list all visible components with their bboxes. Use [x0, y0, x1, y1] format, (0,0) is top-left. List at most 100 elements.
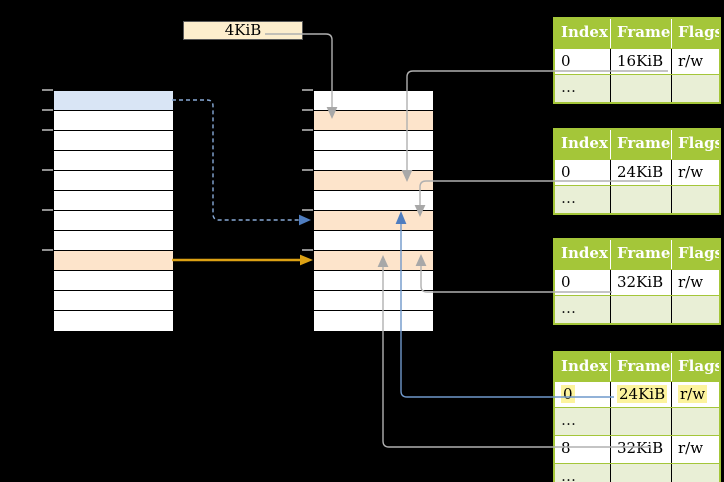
arrowhead-right-icon — [300, 254, 313, 266]
memory-row — [54, 191, 173, 211]
cell-frame: 16KiB — [611, 49, 672, 74]
level-2-page-table: Index Frame Flags 0 24KiB r/w … 8 32KiB … — [553, 351, 721, 482]
memory-row — [54, 131, 173, 151]
cell-index: 0 — [555, 270, 611, 295]
table-row-ellipsis: … — [555, 295, 719, 323]
cell-frame: 32KiB — [611, 436, 672, 463]
table-row: 0 32KiB r/w — [555, 269, 719, 295]
table-row-highlighted: 0 24KiB r/w — [555, 381, 719, 407]
memory-row — [314, 191, 433, 211]
memory-row — [314, 231, 433, 251]
cell-index: … — [555, 408, 611, 435]
page-table-24kib: Index Frame Flags 0 24KiB r/w … — [553, 128, 721, 215]
column-header-frame: Frame — [611, 240, 672, 269]
arrow-virtual-to-frame-dashed — [172, 99, 299, 221]
cell-flags — [672, 296, 719, 323]
cell-flags: r/w — [678, 52, 704, 70]
memory-row — [314, 211, 433, 231]
cell-frame — [611, 75, 672, 102]
memory-row — [54, 291, 173, 311]
memory-row — [314, 151, 433, 171]
cell-index: 8 — [555, 436, 611, 463]
table-header-row: Index Frame Flags — [555, 353, 719, 381]
memory-row — [54, 171, 173, 191]
column-header-index: Index — [555, 353, 611, 381]
column-header-flags: Flags — [678, 23, 719, 41]
cell-flags — [672, 464, 719, 482]
memory-row — [54, 91, 173, 111]
cell-index: … — [555, 186, 611, 213]
address-tick — [302, 169, 313, 171]
memory-row — [54, 151, 173, 171]
memory-row — [54, 271, 173, 291]
memory-row — [54, 231, 173, 251]
cell-flags: r/w — [678, 163, 704, 181]
memory-row — [314, 291, 433, 311]
address-tick — [42, 89, 53, 91]
table-row: 8 32KiB r/w — [555, 435, 719, 463]
address-tick — [302, 129, 313, 131]
cell-frame — [611, 186, 672, 213]
column-header-frame: Frame — [611, 353, 672, 381]
address-tick — [42, 109, 53, 111]
cell-frame — [611, 464, 672, 482]
column-header-frame: Frame — [611, 19, 672, 48]
cell-frame: 24KiB — [611, 160, 672, 185]
column-header-index: Index — [555, 130, 611, 159]
memory-row — [314, 131, 433, 151]
cell-flags — [672, 408, 719, 435]
address-tick — [302, 209, 313, 211]
column-header-index: Index — [555, 240, 611, 269]
table-row-ellipsis: … — [555, 74, 719, 102]
table-row: 0 16KiB r/w — [555, 48, 719, 74]
memory-row — [314, 251, 433, 271]
cell-flags: r/w — [678, 273, 704, 291]
memory-row — [54, 111, 173, 131]
memory-row — [54, 311, 173, 331]
memory-row — [54, 211, 173, 231]
address-tick — [302, 249, 313, 251]
physical-memory-column — [313, 90, 434, 332]
cell-flags — [672, 75, 719, 102]
memory-row — [314, 311, 433, 331]
table-header-row: Index Frame Flags — [555, 19, 719, 48]
memory-row — [314, 171, 433, 191]
cell-flags: r/w — [678, 439, 704, 457]
address-tick — [42, 129, 53, 131]
column-header-frame: Frame — [611, 130, 672, 159]
cell-index: 0 — [555, 382, 611, 407]
address-tick — [42, 249, 53, 251]
address-tick — [302, 89, 313, 91]
table-row-ellipsis: … — [555, 407, 719, 435]
memory-row — [314, 271, 433, 291]
cell-index: … — [555, 296, 611, 323]
table-row-ellipsis: … — [555, 185, 719, 213]
memory-row — [314, 111, 433, 131]
column-header-index: Index — [555, 19, 611, 48]
address-tick — [302, 109, 313, 111]
arrowhead-right-icon — [299, 214, 311, 226]
memory-row — [54, 251, 173, 271]
cell-flags: r/w — [678, 385, 708, 403]
page-table-16kib: Index Frame Flags 0 16KiB r/w … — [553, 17, 721, 104]
memory-row — [314, 91, 433, 111]
page-size-label: 4KiB — [183, 21, 303, 40]
address-tick — [42, 209, 53, 211]
table-row-ellipsis: … — [555, 463, 719, 482]
table-header-row: Index Frame Flags — [555, 240, 719, 269]
table-header-row: Index Frame Flags — [555, 130, 719, 159]
virtual-memory-column — [53, 90, 174, 332]
column-header-flags: Flags — [678, 134, 719, 152]
cell-frame — [611, 408, 672, 435]
cell-index: … — [555, 75, 611, 102]
cell-index: 0 — [555, 49, 611, 74]
cell-frame: 32KiB — [611, 270, 672, 295]
cell-flags — [672, 186, 719, 213]
table-row: 0 24KiB r/w — [555, 159, 719, 185]
page-table-32kib: Index Frame Flags 0 32KiB r/w … — [553, 238, 721, 325]
cell-index: … — [555, 464, 611, 482]
cell-frame: 24KiB — [611, 382, 672, 407]
cell-frame — [611, 296, 672, 323]
column-header-flags: Flags — [678, 357, 719, 375]
